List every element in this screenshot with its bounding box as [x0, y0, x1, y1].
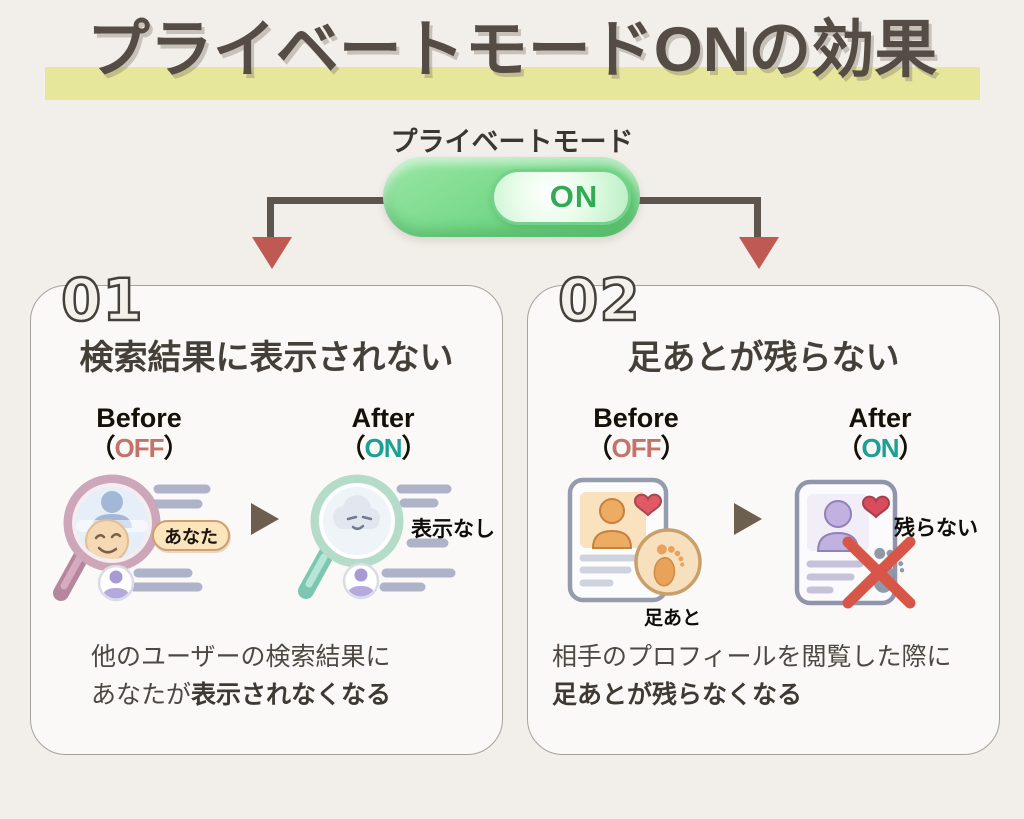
panel-heading: 検索結果に表示されない: [79, 339, 454, 377]
connector-stub-left: [267, 197, 274, 240]
before-state: （OFF）: [586, 433, 686, 463]
profile-footprint-crossed-icon: [794, 479, 916, 609]
toggle-on-text: ON: [549, 179, 599, 214]
after-column: After （ON）: [800, 403, 960, 464]
panel-search-hidden: 01 検索結果に表示されない Before （OFF） After （ON）: [30, 269, 503, 755]
toggle-switch-icon: ON: [383, 157, 640, 237]
connector-stub-right: [754, 197, 761, 240]
off-state: OFF: [114, 433, 165, 463]
page-title: プライベートモードONの効果: [86, 15, 938, 85]
panel-no-footprints: 02 足あとが残らない Before （OFF） After （ON）: [527, 269, 1000, 755]
you-badge: あなた: [152, 520, 230, 551]
before-label: Before: [593, 403, 679, 433]
after-column: After （ON）: [303, 403, 463, 464]
footprint-label: 足あと: [644, 608, 702, 629]
toggle-knob: ON: [491, 169, 631, 225]
magnifier-cloud-icon: [298, 474, 456, 600]
arrow-right-icon: [251, 503, 279, 535]
title-highlight: [45, 67, 980, 100]
panel-number: 01: [60, 266, 144, 334]
after-state: （ON）: [836, 433, 924, 463]
magnifier-person-icon: [53, 474, 211, 602]
before-state: （OFF）: [89, 433, 189, 463]
no-display-note: 表示なし: [411, 518, 495, 541]
after-label: After: [351, 403, 415, 433]
off-state: OFF: [611, 433, 662, 463]
panel-description: 相手のプロフィールを閲覧した際に足あとが残らなくなる: [552, 643, 952, 709]
profile-footprint-icon: [567, 477, 702, 603]
before-column: Before （OFF）: [556, 403, 716, 464]
before-label: Before: [96, 403, 182, 433]
arrow-down-icon: [739, 237, 779, 269]
panel-description: 他のユーザーの検索結果にあなたが表示されなくなる: [91, 643, 392, 709]
after-state: （ON）: [339, 433, 427, 463]
arrow-down-icon: [252, 237, 292, 269]
toggle-label: プライベートモード: [390, 127, 634, 157]
on-state: ON: [364, 433, 403, 463]
arrow-right-icon: [734, 503, 762, 535]
panel-number: 02: [557, 266, 641, 334]
not-left-note: 残らない: [894, 517, 978, 540]
on-state: ON: [861, 433, 900, 463]
before-column: Before （OFF）: [59, 403, 219, 464]
panel-heading: 足あとが残らない: [627, 339, 900, 377]
after-label: After: [848, 403, 912, 433]
